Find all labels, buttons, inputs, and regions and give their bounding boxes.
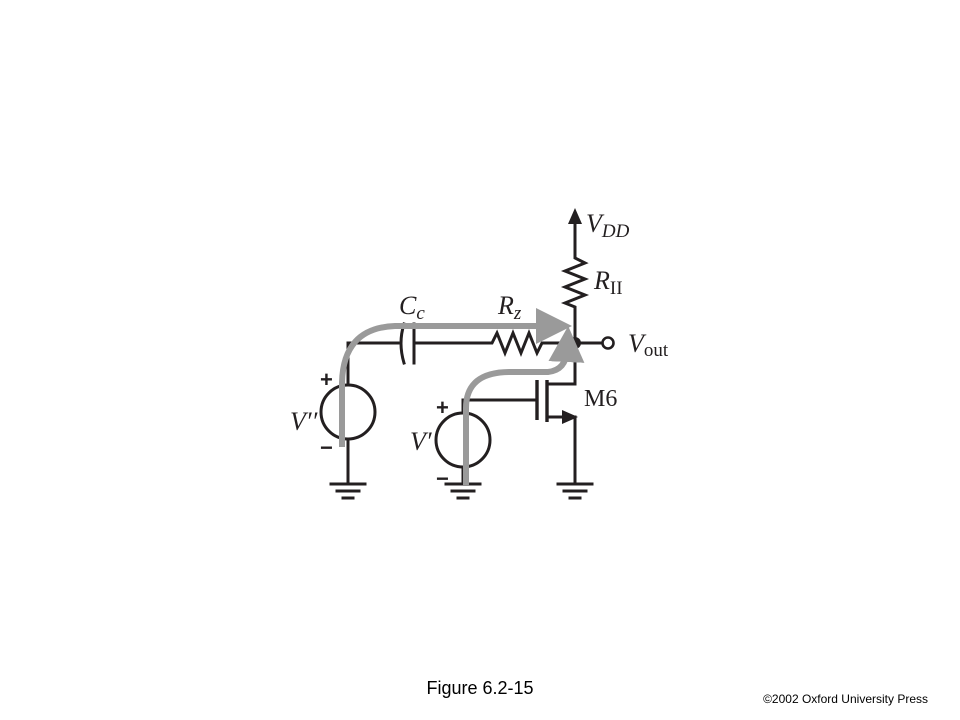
right-voltage-source [434,398,539,500]
transistor-path-arrow [463,326,585,485]
r-ii-label: RII [593,266,623,299]
feedforward-path-arrow [339,308,572,447]
right-source-minus: − [436,466,449,491]
m6-label: M6 [584,386,617,412]
zero-resistor [486,328,577,358]
output-terminal[interactable] [601,336,615,350]
vdd-supply-arrow [568,208,582,257]
vout-label: Vout [628,329,669,361]
figure-caption: Figure 6.2-15 [426,678,534,698]
cc-label: Cc [399,291,425,324]
load-resistor [560,253,590,345]
right-source-plus: + [436,395,449,420]
right-source-label: V′ [410,427,432,456]
vdd-label: VDD [586,209,630,242]
left-voltage-source [319,341,377,500]
left-source-plus: + [320,367,333,392]
left-source-minus: − [320,435,333,460]
left-source-label: V′′ [290,407,318,436]
copyright-notice: ©2002 Oxford University Press [763,692,928,706]
rz-label: Rz [497,291,522,324]
